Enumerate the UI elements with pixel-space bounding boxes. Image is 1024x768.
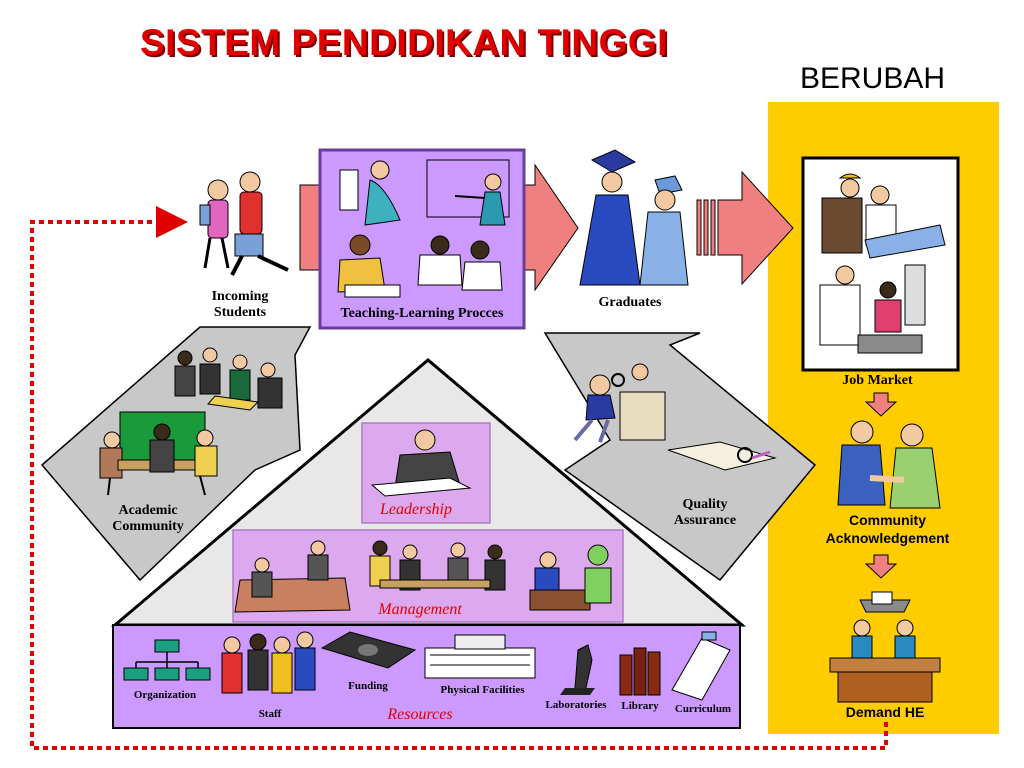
arrow-graduates-to-job [696, 170, 794, 286]
job-market-illustration [819, 173, 946, 354]
academic-illustration [99, 347, 283, 496]
label-community-acknowledgement: Community Acknowledgement [825, 512, 950, 547]
label-quality-assurance: Quality Assurance [673, 497, 737, 529]
microscope-icon [560, 644, 595, 695]
books-icon [619, 647, 661, 696]
label-resources: Resources [387, 706, 453, 723]
quality-arrow [543, 332, 817, 582]
org-chart-icon [123, 639, 211, 681]
label-physical-facilities: Physical Facilities [440, 684, 525, 696]
page-subtitle: BERUBAH [800, 62, 946, 95]
label-teaching-process: Teaching-Learning Procces [340, 306, 504, 321]
arrow-process-to-graduates [521, 163, 579, 292]
label-graduates: Graduates [598, 295, 662, 310]
leadership-illustration [370, 429, 472, 497]
label-job-market: Job Market [842, 373, 913, 388]
quality-illustration [573, 363, 777, 471]
label-staff: Staff [258, 708, 282, 720]
students-illustration [199, 171, 289, 276]
label-leadership: Leadership [380, 501, 452, 518]
label-funding: Funding [348, 680, 388, 692]
community-illustration [837, 420, 941, 509]
arrow-down-2 [864, 554, 898, 579]
arrow-incoming-to-process [299, 184, 321, 271]
demand-illustration [829, 591, 941, 703]
label-library: Library [621, 700, 659, 712]
clipboard-icon [671, 631, 731, 701]
money-icon [320, 631, 417, 669]
label-demand-he: Demand HE [845, 704, 925, 720]
building-icon [424, 634, 536, 679]
label-incoming-students: Incoming Students [211, 289, 269, 321]
label-academic-community: Academic Community [112, 503, 184, 535]
label-organization: Organization [133, 689, 197, 701]
staff-illustration [221, 631, 316, 694]
label-curriculum: Curriculum [674, 703, 732, 715]
teaching-illustrations [337, 159, 510, 298]
graduates-illustration [579, 149, 689, 286]
management-illustration [234, 540, 612, 613]
label-laboratories: Laboratories [545, 699, 607, 711]
arrow-down-1 [864, 392, 898, 417]
label-management: Management [378, 601, 462, 618]
page-title: SISTEM PENDIDIKAN TINGGI [140, 22, 668, 63]
